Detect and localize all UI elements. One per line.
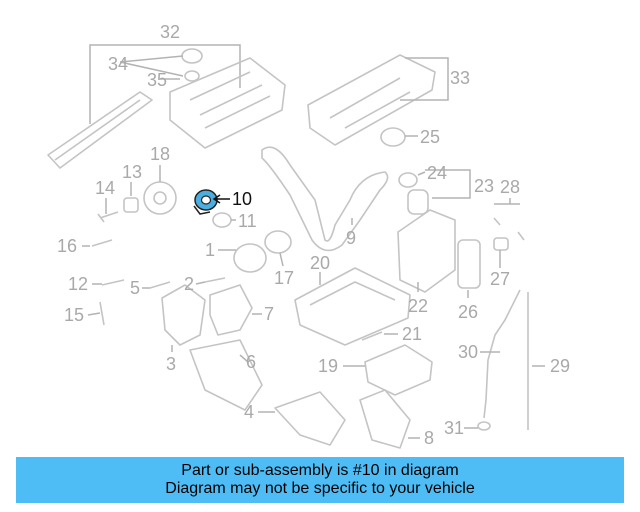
callout-11: 11 (238, 211, 257, 231)
callout-12: 12 (68, 274, 88, 294)
callout-3: 3 (166, 354, 176, 374)
callout-32: 32 (160, 22, 180, 42)
info-banner: Part or sub-assembly is #10 in diagram D… (16, 457, 624, 503)
callout-34: 34 (108, 54, 128, 74)
callout-27: 27 (490, 269, 510, 289)
callout-1: 1 (205, 240, 215, 260)
callout-17: 17 (274, 268, 294, 288)
banner-line-disclaimer: Diagram may not be specific to your vehi… (165, 480, 475, 497)
callout-9: 9 (346, 228, 356, 248)
callout-21: 21 (402, 324, 422, 344)
callout-25: 25 (420, 127, 440, 147)
callout-28: 28 (500, 177, 520, 197)
callout-35: 35 (147, 70, 167, 90)
callout-29: 29 (550, 356, 570, 376)
leader-lines (82, 55, 545, 439)
highlighted-part-10 (193, 189, 218, 215)
oil-pump (397, 209, 456, 293)
callout-15: 15 (64, 305, 84, 325)
callout-6: 6 (246, 352, 256, 372)
oil-pan-upper (294, 267, 411, 346)
callout-20: 20 (310, 253, 330, 273)
callout-5: 5 (130, 278, 140, 298)
callout-23: 23 (474, 176, 494, 196)
callout-24: 24 (427, 163, 447, 183)
callout-30: 30 (458, 342, 478, 362)
callout-2: 2 (184, 274, 194, 294)
callout-4: 4 (244, 402, 254, 422)
callout-22: 22 (408, 296, 428, 316)
callout-33: 33 (450, 68, 470, 88)
callout-labels: 32 34 35 33 25 24 23 28 18 13 14 10 11 1… (57, 22, 570, 448)
valve-cover (169, 57, 286, 149)
timing-belt (261, 146, 389, 252)
oil-pan-lower (364, 344, 433, 396)
banner-line-part: Part or sub-assembly is #10 in diagram (181, 462, 459, 479)
callout-16: 16 (57, 236, 77, 256)
part-outlines (47, 44, 529, 449)
callout-10: 10 (232, 189, 252, 209)
callout-26: 26 (458, 302, 478, 322)
callout-8: 8 (424, 428, 434, 448)
callout-7: 7 (264, 304, 274, 324)
callout-13: 13 (122, 162, 142, 182)
timing-cover-lower (161, 284, 206, 346)
callout-31: 31 (444, 418, 464, 438)
callout-19: 19 (318, 356, 338, 376)
camshaft-cover (307, 54, 436, 146)
exploded-parts-diagram: 32 34 35 33 25 24 23 28 18 13 14 10 11 1… (47, 22, 570, 449)
leader-line-10 (212, 194, 230, 204)
callout-18: 18 (150, 144, 170, 164)
callout-14: 14 (95, 178, 115, 198)
cylinder-head-rail (47, 91, 153, 169)
